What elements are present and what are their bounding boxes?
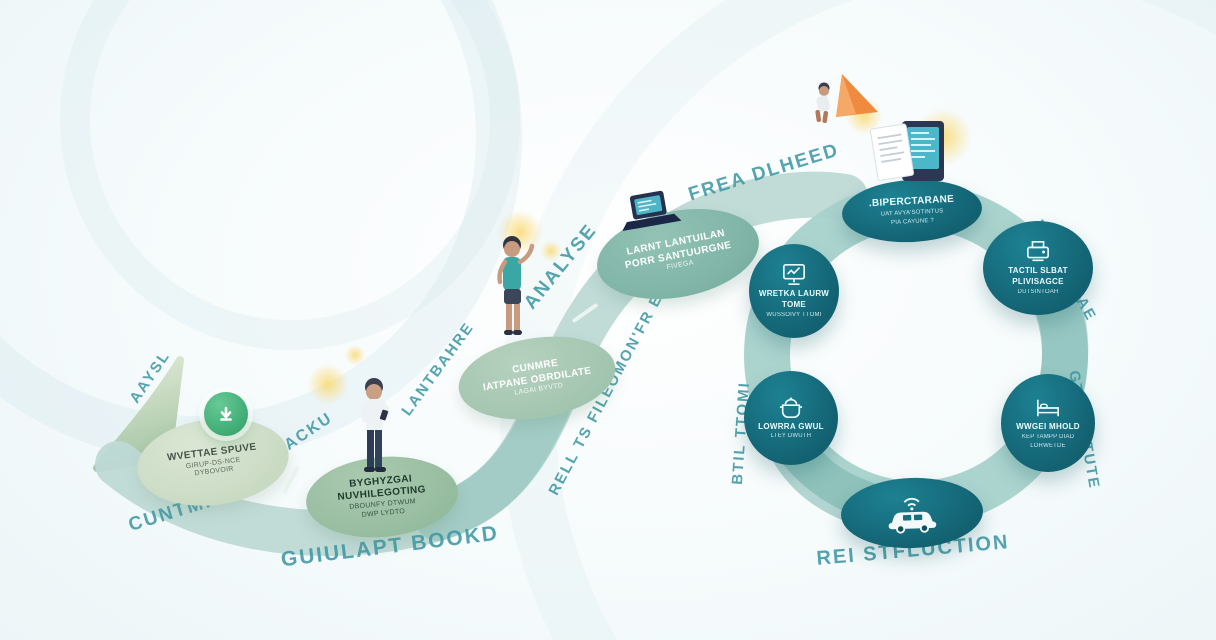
sparkle-icon: [844, 96, 884, 136]
sparkle-icon: [306, 362, 350, 406]
path-tick: [572, 303, 598, 323]
monitor-icon: [783, 263, 805, 285]
cycle-node-subtitle: LTEY DWUTH: [770, 433, 812, 440]
path-label-aaysl: AAYSL: [126, 347, 174, 407]
cycle-node-title: LOWRRA GWUL: [758, 421, 824, 431]
cycle-node-subtitle: KEP TAMPP DIAD: [1021, 433, 1075, 440]
cycle-node-subtitle: WUSSOIVY TTOMI: [766, 312, 822, 318]
cycle-node-subtitle: PIA CAYUNE ?: [890, 217, 935, 227]
sparkle-icon: [496, 208, 544, 256]
cycle-node-title: PLIVISAGCE: [1012, 277, 1064, 287]
sparkle-icon: [876, 140, 900, 164]
path-label-analyse: ANALYSE: [520, 220, 602, 314]
cooking-pot-icon: [779, 397, 803, 418]
paper-plane-icon: [815, 74, 878, 124]
cycle-node-subtitle: LORWETDE: [1030, 442, 1066, 449]
sparkle-icon: [344, 344, 366, 366]
path-label-frea: FREA DLHEED: [685, 139, 842, 206]
cycle-node-subtitle: DUTSINTOAH: [1017, 289, 1059, 295]
cycle-node-right-upper: TACTIL SLBAT PLIVISAGCE DUTSINTOAH: [983, 221, 1093, 315]
cycle-node-bottom-car: [839, 475, 985, 551]
cycle-node-title: TACTIL SLBAT: [1008, 265, 1068, 275]
cycle-node-title: WRETKA LAURW: [758, 288, 830, 298]
cycle-node-title: WWGEI MHOLD: [1016, 422, 1080, 432]
cycle-node-right-lower: WWGEI MHOLD KEP TAMPP DIAD LORWETDE: [1001, 374, 1095, 472]
path-tick: [282, 466, 300, 494]
background-ring: [60, 0, 520, 350]
cycle-node-subtitle: UAT AVYA'SOTINTUS: [880, 208, 944, 218]
milestone-node-4: LARNT LANTUILAN PORR SANTUURGNE FIVEGA: [589, 196, 767, 312]
bed-icon: [1037, 399, 1059, 417]
cycle-node-left-lower: LOWRRA GWUL LTEY DWUTH: [744, 371, 838, 465]
download-arrow-icon: [204, 392, 248, 436]
cycle-node-left-upper: WRETKA LAURW TOME WUSSOIVY TTOMI: [749, 244, 839, 338]
cycle-node-top: .BIPERCTARANE UAT AVYA'SOTINTUS PIA CAYU…: [840, 176, 984, 246]
sparkle-icon: [912, 106, 974, 168]
document-screen-icon: [870, 121, 944, 181]
cycle-node-title: TOME: [781, 300, 807, 310]
fax-machine-icon: [1027, 240, 1049, 261]
person-standing: [497, 236, 535, 335]
car-icon: [888, 497, 937, 534]
background-ring: [0, 0, 522, 462]
